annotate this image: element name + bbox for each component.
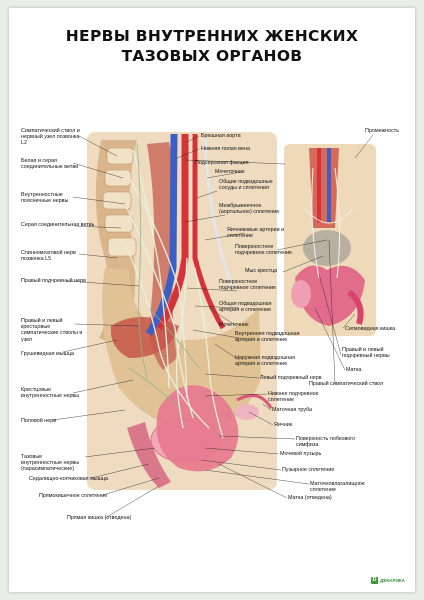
uterus — [156, 385, 239, 472]
poster: НЕРВЫ ВНУТРЕННИХ ЖЕНСКИХ ТАЗОВЫХ ОРГАНОВ — [9, 8, 415, 592]
ureter — [203, 137, 235, 289]
label-uterovaginal-plexus: Маточновлагалищное сплетение — [310, 481, 365, 494]
poster-title: НЕРВЫ ВНУТРЕННИХ ЖЕНСКИХ ТАЗОВЫХ ОРГАНОВ — [9, 26, 415, 66]
label-piriformis: Грушевидная мышца — [21, 351, 74, 357]
brand-name: ДЕКАРИКА — [380, 578, 405, 583]
label-common-iliac-vessels: Общие подвздошные сосуды и сплетения — [219, 179, 273, 192]
label-superficial-hypogastric-2: Поверхностное подчревное сплетение — [219, 279, 277, 292]
label-abdominal-aorta: Брюшная аорта — [201, 133, 241, 139]
label-external-iliac-artery: Наружная подвздошная артерия и сплетение — [235, 355, 296, 368]
label-internal-iliac-artery: Внутренняя подвздошная артерия и сплетен… — [235, 331, 300, 344]
aorta — [156, 134, 189, 330]
label-right-hypogastric: Правый подчревный нерв — [21, 278, 86, 284]
brand-logo: D ДЕКАРИКА — [371, 577, 405, 584]
label-pubic-symphysis: Поверхность лобкового симфиза — [296, 436, 356, 449]
anatomy-illustration — [52, 132, 376, 519]
label-pelvic-splanchnic: Тазовые внутренностные нервы (парасимпат… — [21, 454, 80, 473]
uterine-tube — [236, 394, 273, 409]
label-subserous-fascia: Подсерозная фасция — [195, 160, 249, 166]
rectum — [127, 422, 171, 488]
label-right-sympathetic-trunk: Правый симпатический ствол — [309, 381, 384, 387]
brand-mark-icon: D — [371, 577, 379, 584]
label-sacral-sympathetic: Правый и левый крестцовые симпатические … — [21, 318, 83, 343]
label-hypogastric-nerves: Правый и левый подчревный нервы — [342, 347, 390, 360]
ovary — [235, 404, 259, 420]
inset-muscle — [309, 148, 339, 228]
label-left-hypogastric: Левый подчревный нерв — [260, 375, 322, 381]
label-white-gray-rami: Белая и серая соединительные ветви — [21, 158, 79, 171]
nerve-plexus — [124, 149, 224, 439]
label-ureter-upper: Мочеточник — [215, 169, 245, 175]
label-bladder: Мочевой пузырь — [280, 451, 322, 457]
title-line-2: ТАЗОВЫХ ОРГАНОВ — [121, 47, 303, 65]
title-line-1: НЕРВЫ ВНУТРЕННИХ ЖЕНСКИХ — [65, 27, 359, 45]
inset-sacrum — [303, 230, 351, 266]
label-uterus-inset: Матка — [346, 367, 362, 373]
label-coccygeus: Седалищно-копчиковая мышца — [29, 476, 109, 482]
label-ureter-lower: Мочеточник — [219, 322, 249, 328]
label-rectum: Прямая кишка (отведена) — [67, 515, 132, 521]
label-pudendal-nerve: Половой нерв — [21, 418, 57, 424]
label-common-iliac-artery: Общая подвздошная артерия и сплетение — [219, 301, 272, 314]
inset-uterus — [295, 265, 365, 326]
label-perineum: Промежность — [365, 128, 400, 134]
inset-ovary — [291, 280, 311, 308]
leader-lines — [52, 134, 374, 519]
label-sacral-splanchnic: Крестцовые внутренностные нервы — [21, 387, 80, 400]
label-uterus-retracted: Матка (отведена) — [288, 495, 332, 501]
label-sacral-promontory: Мыс крестца — [245, 268, 278, 274]
iliac-artery-left — [192, 134, 226, 330]
label-inferior-hypogastric: Нижнее подчревное сплетение — [268, 391, 319, 404]
label-gray-ramus: Серая соединительная ветвь — [21, 222, 95, 228]
inset-sigmoid — [347, 289, 364, 325]
label-lumbar-splanchnic: Внутренностные поясничные нервы — [21, 192, 69, 205]
main-pelvis-illustration — [87, 132, 277, 490]
inset-illustration — [284, 144, 376, 336]
label-sympathetic-trunk-l2: Симпатический ствол и нервный узел позво… — [21, 128, 80, 147]
label-uterine-tube: Маточная труба — [272, 407, 313, 413]
pelvic-bone — [102, 268, 261, 430]
label-rectal-plexus: Прямокишечное сплетение — [39, 493, 108, 499]
label-spinal-nerve-l5: Спинномозговой нерв позвонка L5 — [21, 250, 76, 263]
inset-nerves — [304, 167, 354, 279]
label-superficial-hypogastric-1: Поверхностное подчревное сплетение — [235, 244, 293, 257]
label-sigmoid-colon: Сигмовидная кишка — [345, 326, 396, 332]
label-ovary: Яичник — [274, 422, 293, 428]
label-intermesenteric-plexus: Межбрыжеечное (аортальное) сплетение — [219, 203, 280, 216]
sympathetic-trunk — [128, 143, 200, 409]
label-ovarian-arteries: Яичниковые артерии и сплетение — [227, 227, 285, 240]
label-inferior-vena-cava: Нижняя полая вена — [201, 146, 250, 152]
label-vesical-plexus: Пузырное сплетение — [282, 467, 335, 473]
